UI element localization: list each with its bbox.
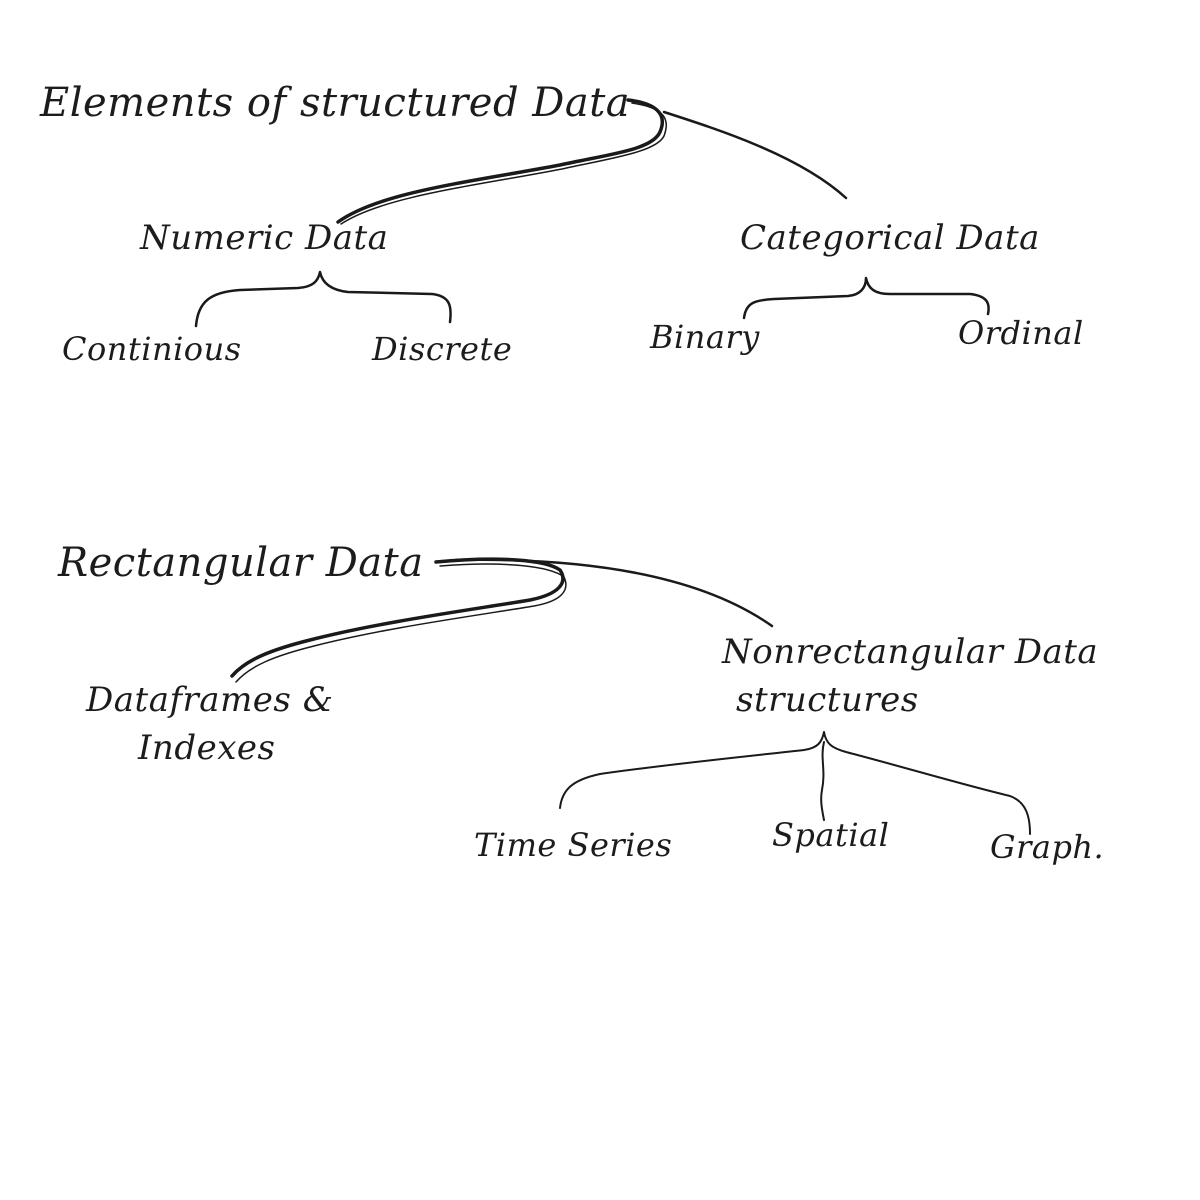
connector-structured-to-numeric-echo [340,102,668,225]
node-categorical-data: Categorical Data [740,218,1040,258]
connector-structured-to-categorical [662,110,848,200]
brace-nonrectangular-stem [820,741,825,821]
node-nonrectangular-line-2: structures [736,680,919,720]
title-rectangular-data: Rectangular Data [58,540,424,586]
node-nonrectangular-data-structures: Nonrectangular Data structures [722,628,1098,724]
title-elements-of-structured-data: Elements of structured Data [40,80,631,126]
brace-numeric [194,270,452,328]
brace-categorical [742,276,990,320]
node-ordinal: Ordinal [958,314,1084,352]
connector-structured-to-numeric [336,98,665,224]
connector-rectangular-to-nonrectangular [454,558,774,628]
node-graph: Graph. [990,828,1105,866]
node-dataframes-line-2: Indexes [138,728,276,768]
node-numeric-data: Numeric Data [140,218,389,258]
node-continuous: Continious [62,330,242,368]
brace-nonrectangular [559,731,1031,835]
node-dataframes-line-1: Dataframes & [86,680,334,720]
node-binary: Binary [650,318,760,356]
node-time-series: Time Series [474,826,673,864]
connector-rectangular-to-dataframes-echo [235,563,567,683]
node-dataframes-and-indexes: Dataframes & Indexes [86,676,333,772]
node-spatial: Spatial [772,816,890,854]
node-discrete: Discrete [372,330,513,368]
node-nonrectangular-line-1: Nonrectangular Data [722,632,1099,672]
